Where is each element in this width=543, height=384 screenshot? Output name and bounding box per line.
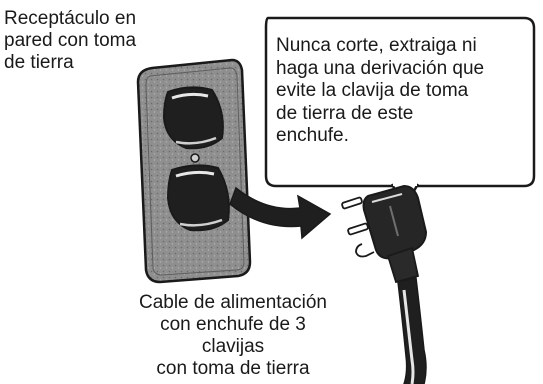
ground-pin xyxy=(355,243,375,258)
wall-receptacle xyxy=(136,58,252,284)
plate-screw xyxy=(190,153,200,163)
direction-arrow xyxy=(229,186,332,240)
plug-prong-top xyxy=(341,196,363,210)
lower-outlet xyxy=(166,164,230,232)
plug-prong-bottom xyxy=(347,222,369,236)
warning-text: Nunca corte, extraiga ni haga una deriva… xyxy=(276,35,485,146)
grounded-plug xyxy=(341,184,428,284)
receptacle-label: Receptáculo en pared con toma de tierra xyxy=(4,8,137,73)
power-cable-label: Cable de alimentación con enchufe de 3 c… xyxy=(138,292,327,379)
upper-outlet xyxy=(162,86,224,150)
